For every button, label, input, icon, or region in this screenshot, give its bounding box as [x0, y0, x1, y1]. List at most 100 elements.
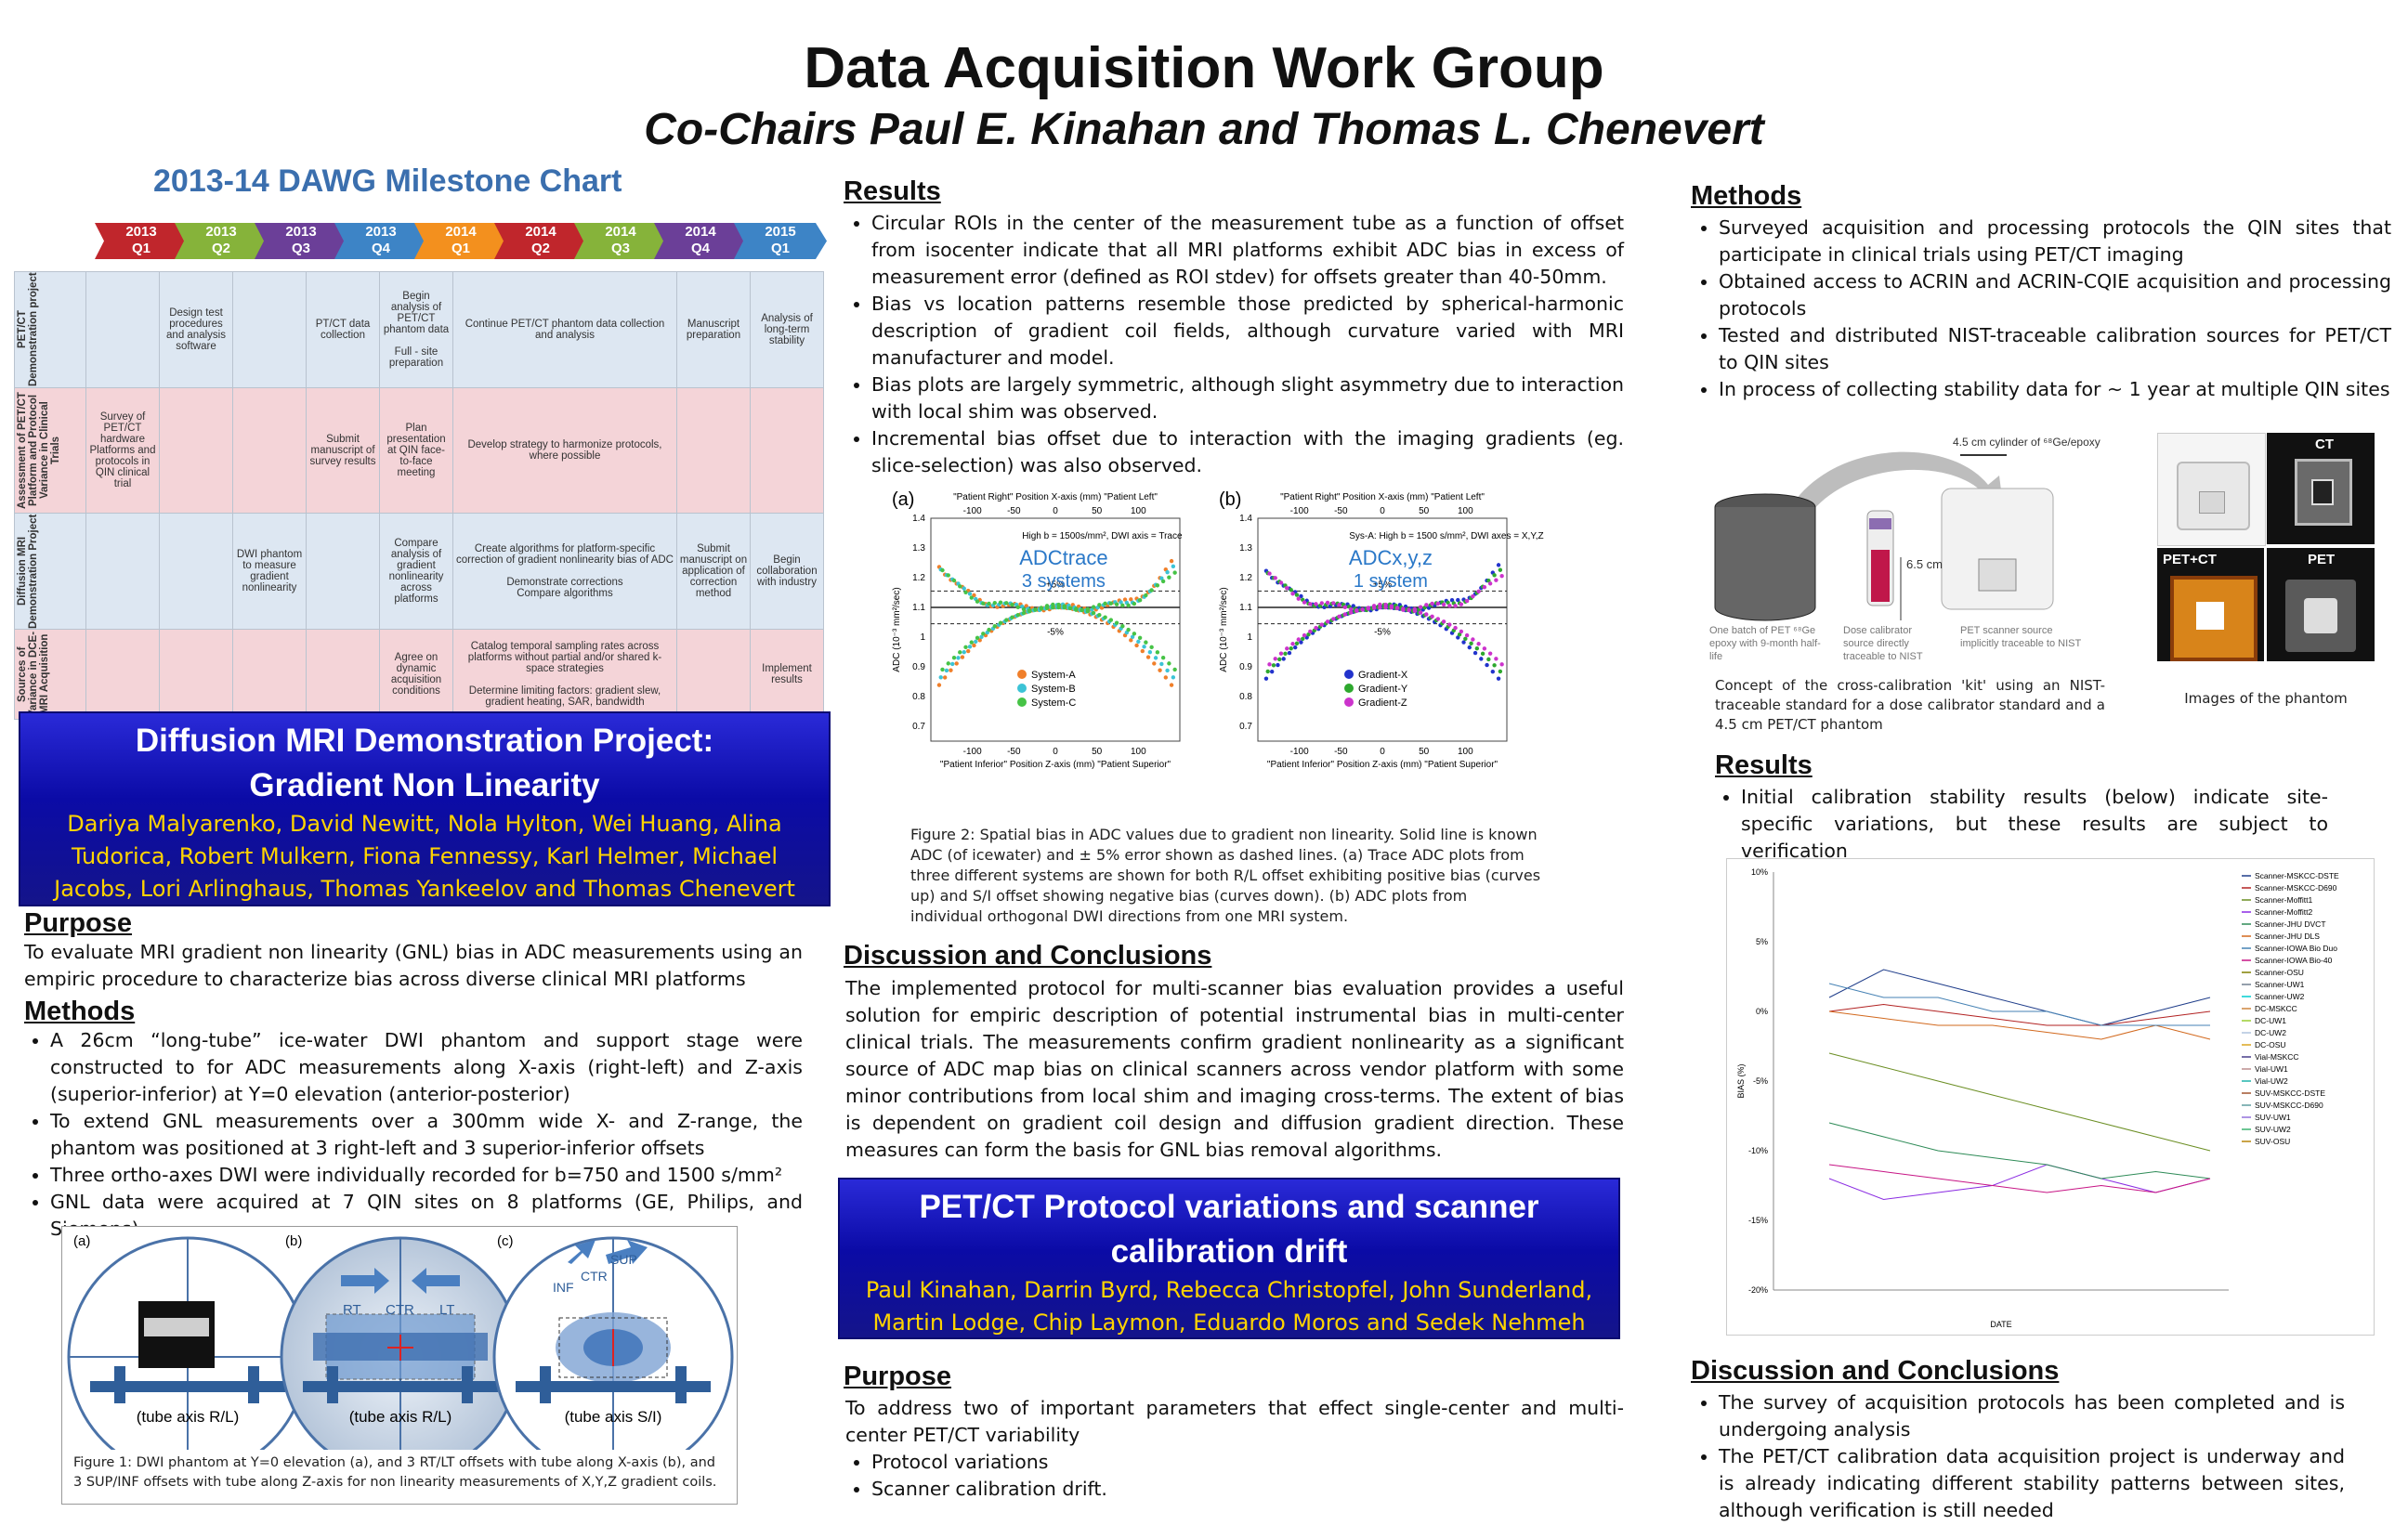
- adc-data-point: [1435, 601, 1441, 606]
- quarter-year: 2013: [365, 224, 397, 240]
- adc-data-point: [1277, 657, 1282, 662]
- adc-data-point: [1441, 619, 1446, 624]
- adc-ytick: 1.1: [1239, 603, 1252, 613]
- dmri-result-item: Bias vs location patterns resemble those…: [871, 291, 1624, 371]
- fig1-label-c: (c): [497, 1233, 514, 1249]
- adc-data-point: [1004, 601, 1009, 606]
- adc-data-point: [1152, 661, 1157, 666]
- adc-data-point: [1342, 612, 1347, 617]
- adc-data-point: [1308, 602, 1313, 606]
- bias-legend-label: SUV-UW2: [2255, 1125, 2291, 1134]
- adc-data-point: [1394, 606, 1400, 610]
- adc-bottom-axis-label: "Patient Inferior" Position Z-axis (mm) …: [940, 760, 1171, 770]
- adc-data-point: [951, 578, 957, 583]
- adc-data-point: [966, 648, 971, 654]
- adc-data-point: [1371, 606, 1377, 610]
- adc-band-minus: -5%: [1374, 628, 1391, 638]
- pet-method-item: In process of collecting stability data …: [1719, 376, 2391, 403]
- dmri-result-item: Incremental bias offset due to interacti…: [871, 425, 1624, 479]
- milestone-row: Assessment of PET/CT Platform and Protoc…: [14, 387, 824, 514]
- kit-source-label: PET scanner source implicitly traceable …: [1960, 625, 2082, 649]
- adc-data-point: [958, 650, 962, 655]
- adc-data-point: [962, 586, 966, 591]
- adc-data-point: [1142, 645, 1146, 649]
- adc-data-point: [1325, 600, 1330, 606]
- pet-purpose-item: Scanner calibration drift.: [871, 1476, 1624, 1503]
- adc-legend-label: Gradient-X: [1358, 670, 1408, 681]
- adc-data-point: [1314, 602, 1318, 606]
- pet-result-item: Initial calibration stability results (b…: [1741, 784, 2328, 865]
- adc-data-point: [975, 635, 980, 640]
- adc-data-point: [954, 661, 959, 666]
- adc-xtick-bottom: 0: [1380, 747, 1385, 757]
- adc-data-point: [981, 601, 986, 606]
- milestone-cell: Submit manuscript of survey results: [309, 434, 376, 467]
- milestone-cell: Submit manuscript on application of corr…: [679, 543, 748, 599]
- adc-data-point: [962, 649, 966, 655]
- adc-data-point: [1074, 606, 1079, 611]
- adc-data-point: [987, 627, 991, 632]
- adc-data-point: [1044, 606, 1050, 610]
- bias-ylabel: BIAS (%): [1736, 1063, 1746, 1098]
- adc-data-point: [1159, 576, 1164, 580]
- poster-subtitle: Co-Chairs Paul E. Kinahan and Thomas L. …: [644, 105, 1764, 154]
- adc-data-point: [1453, 625, 1458, 631]
- adc-data-point: [1498, 567, 1503, 572]
- adc-plot-title: ADCx,y,z: [1349, 546, 1433, 569]
- quarter-year: 2014: [685, 224, 716, 240]
- adc-data-point: [1287, 650, 1292, 656]
- adc-data-point: [1456, 635, 1460, 640]
- quarter-label: Q1: [451, 241, 470, 256]
- quarter-year: 2014: [605, 224, 636, 240]
- quarter-label: Q2: [530, 241, 550, 256]
- bias-ytick: -15%: [1748, 1216, 1768, 1225]
- pet-method-item: Tested and distributed NIST-traceable ca…: [1719, 322, 2391, 376]
- adc-data-point: [972, 643, 976, 648]
- adc-data-point: [1289, 645, 1293, 651]
- adc-data-point: [1276, 662, 1280, 668]
- adc-data-point: [1126, 627, 1131, 632]
- adc-plot-area: [1257, 517, 1508, 742]
- adc-data-point: [944, 668, 949, 673]
- poster-title: Data Acquisition Work Group: [804, 36, 1604, 100]
- adc-data-point: [1119, 600, 1123, 605]
- adc-data-point: [1137, 635, 1143, 640]
- adc-data-point: [1302, 632, 1307, 638]
- adc-data-point: [1158, 668, 1162, 672]
- adc-data-point: [967, 592, 973, 596]
- milestone-cell: Survey of PET/CT hardware Platforms and …: [89, 411, 156, 489]
- dmri-results-list: Circular ROIs in the center of the measu…: [845, 210, 1624, 479]
- pet-banner-title-2: calibration drift: [1110, 1233, 1348, 1270]
- adc-data-point: [1294, 641, 1300, 646]
- panel-c-drawing: [492, 1236, 734, 1478]
- adc-plot-title: ADCtrace: [1019, 546, 1107, 569]
- adc-data-point: [1337, 603, 1341, 607]
- adc-data-point: [1169, 683, 1174, 687]
- adc-legend-label: Gradient-Z: [1358, 697, 1407, 709]
- adc-data-point: [1296, 637, 1301, 642]
- phantom-caption: Images of the phantom: [2184, 690, 2348, 707]
- milestone-cell: Catalog temporal sampling rates across p…: [467, 641, 662, 708]
- adc-data-point: [1004, 618, 1009, 622]
- adc-ytick: 0.7: [1239, 722, 1252, 732]
- adc-data-point: [1021, 606, 1027, 612]
- bias-series-line: [1828, 1052, 2211, 1152]
- milestone-cell: Begin collaboration with industry: [756, 554, 818, 588]
- adc-ytick: 1.4: [912, 514, 925, 524]
- adc-panel-label: (a): [892, 489, 914, 510]
- adc-top-axis-label: "Patient Right" Position X-axis (mm) "Pa…: [1280, 492, 1485, 502]
- bias-ytick: 10%: [1751, 867, 1768, 877]
- adc-data-point: [1447, 603, 1452, 608]
- adc-data-point: [1294, 593, 1300, 597]
- adc-ytick: 1.2: [912, 573, 925, 583]
- adc-data-point: [1114, 620, 1119, 625]
- adc-data-point: [1132, 632, 1137, 636]
- adc-data-point: [1496, 563, 1501, 567]
- petct-label: PET+CT: [2163, 552, 2217, 567]
- dmri-result-item: Circular ROIs in the center of the measu…: [871, 210, 1624, 291]
- dmri-discussion-text: The implemented protocol for multi-scann…: [845, 975, 1624, 1164]
- pet-purpose-block: To address two of important parameters t…: [845, 1395, 1624, 1503]
